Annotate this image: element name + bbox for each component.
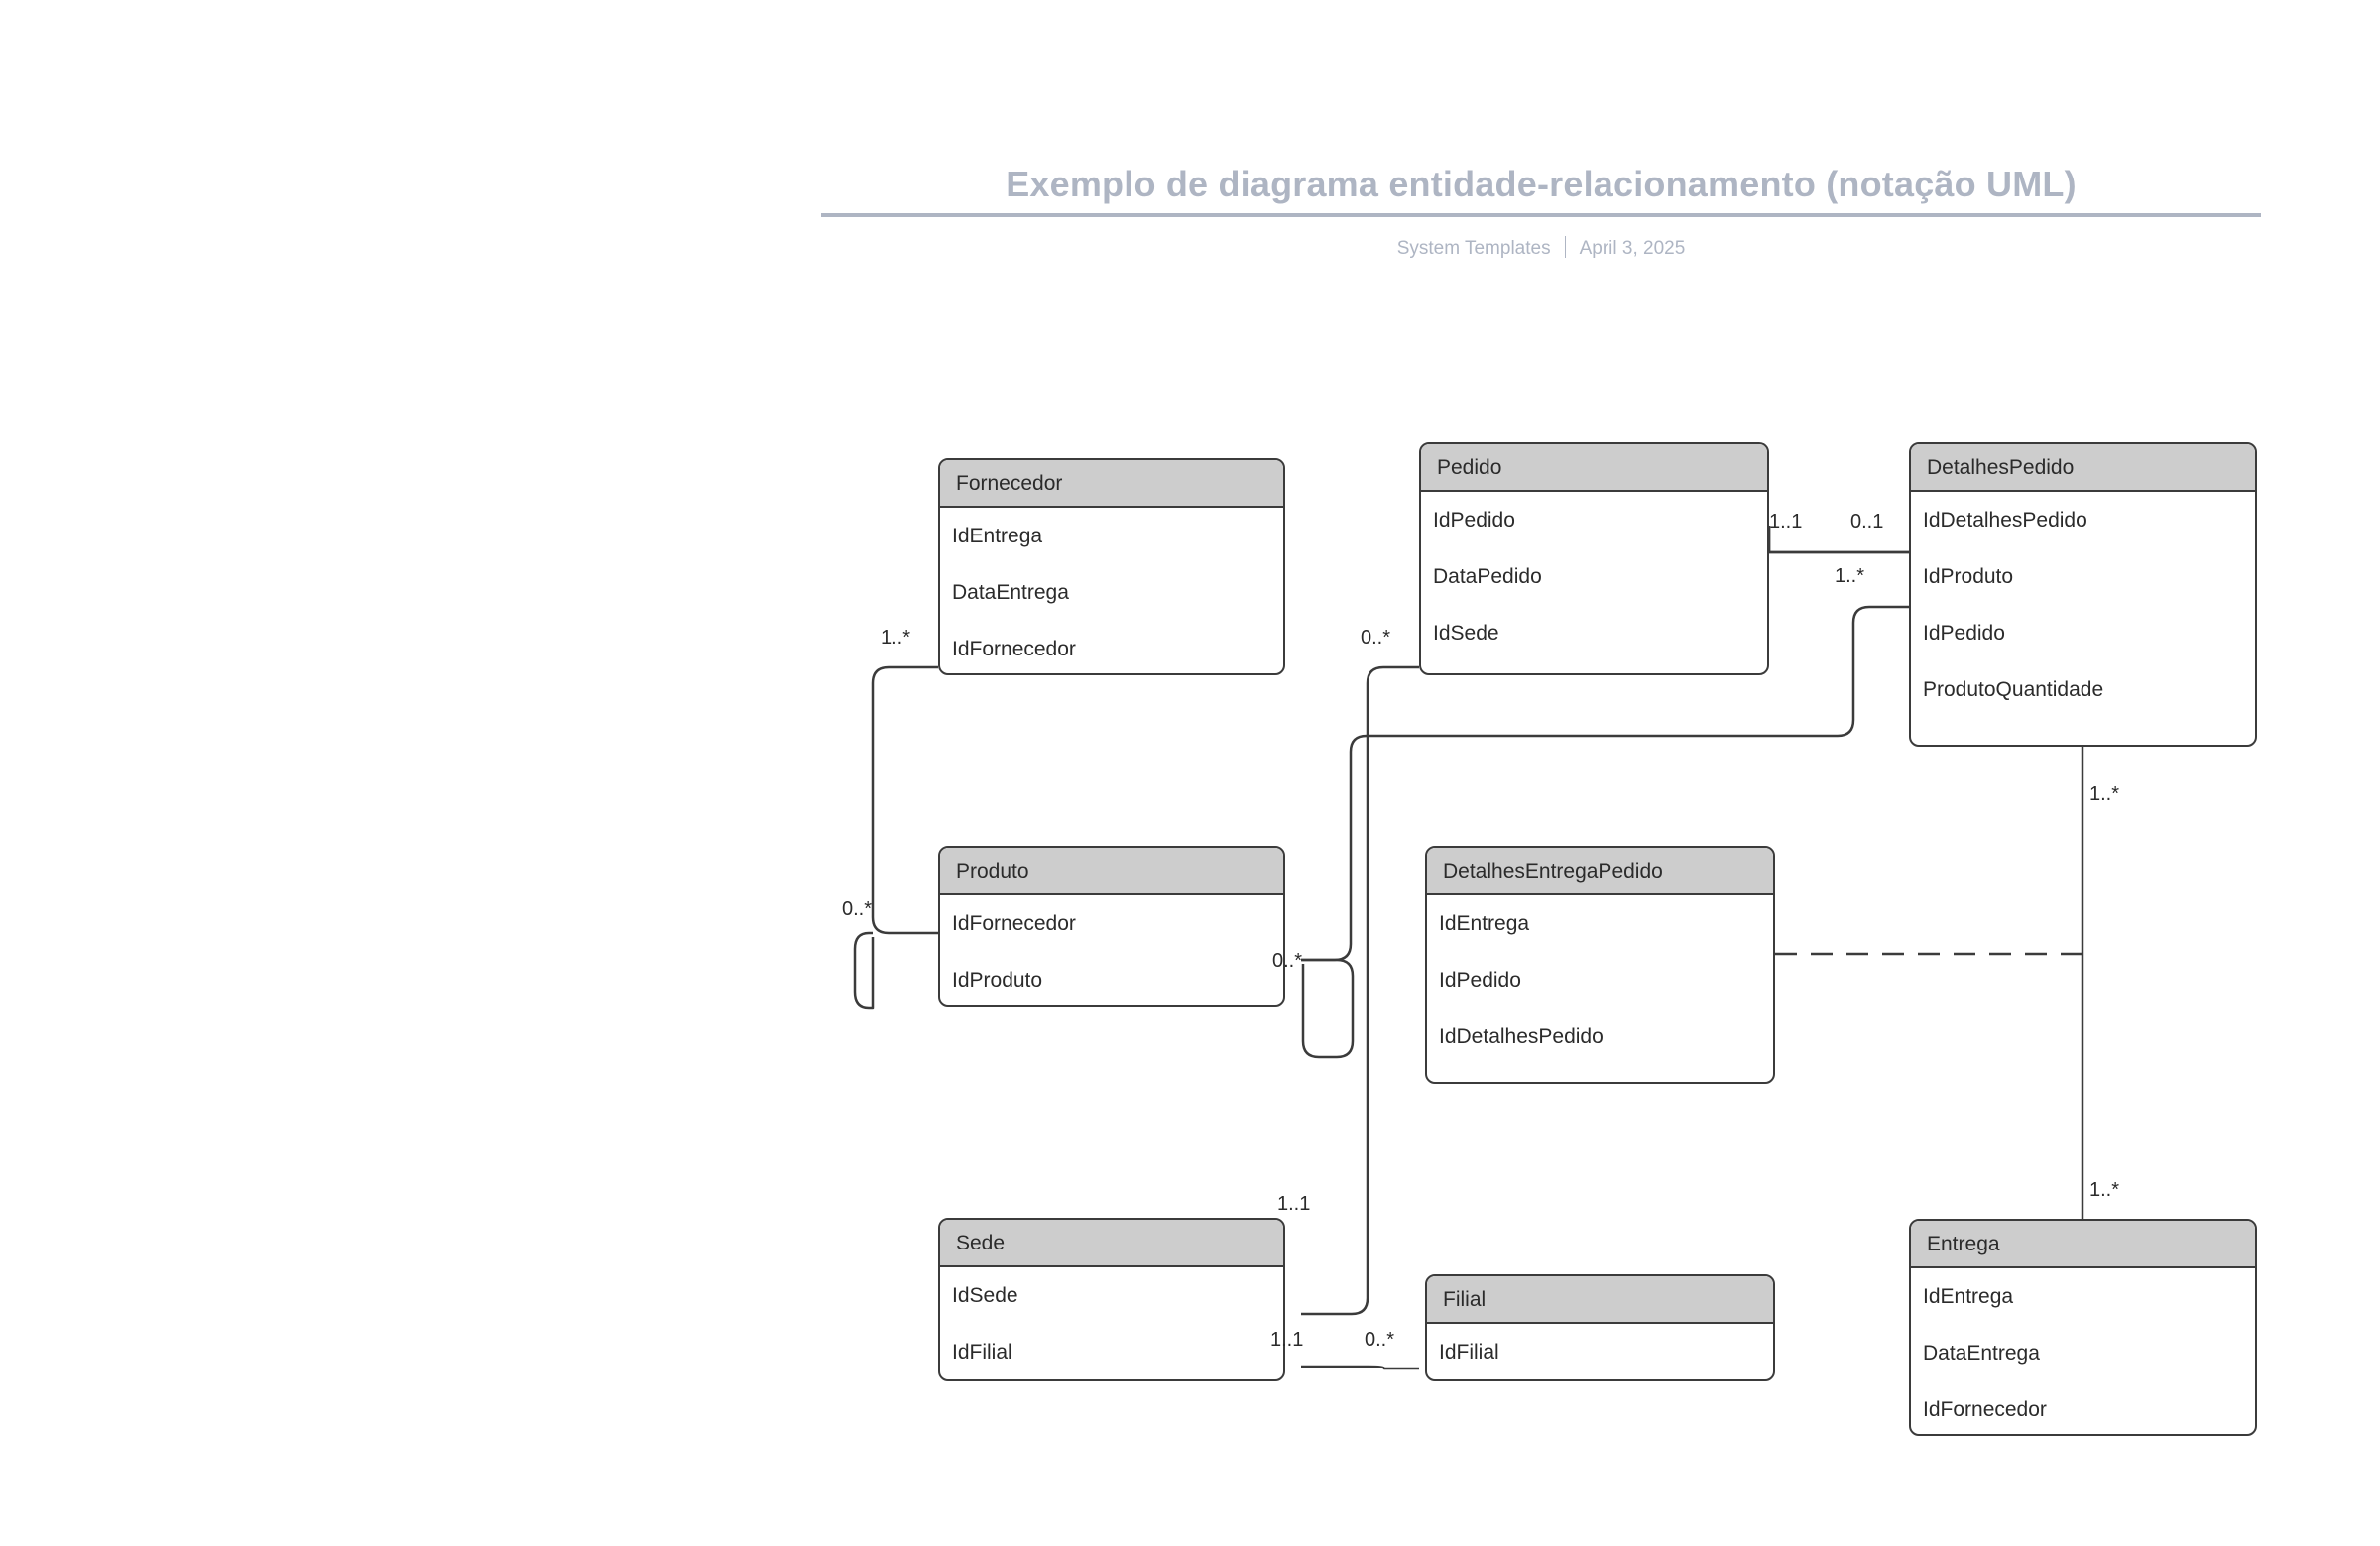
attribute-row: DataEntrega [952, 581, 1069, 604]
entity-fornecedor-attributes: IdEntrega DataEntrega IdFornecedor [940, 508, 1283, 673]
multiplicity-label-sede-idsede: 1..1 [1277, 1193, 1311, 1215]
attribute-row: IdDetalhesPedido [1923, 509, 2087, 532]
entity-filial[interactable]: Filial IdFilial [1425, 1274, 1775, 1381]
attribute-row: IdDetalhesPedido [1439, 1025, 1604, 1048]
attribute-row: IdSede [952, 1284, 1018, 1307]
document-subtitle: System Templates April 3, 2025 [821, 236, 2261, 260]
page-title: Exemplo de diagrama entidade-relacioname… [1006, 164, 2077, 204]
multiplicity-label-pedido-idsede: 0..* [1361, 627, 1391, 649]
multiplicity-label-produto-right: 0..* [1272, 950, 1303, 972]
entity-entrega-attributes: IdEntrega DataEntrega IdFornecedor [1911, 1268, 2255, 1434]
entity-produto[interactable]: Produto IdFornecedor IdProduto [938, 846, 1285, 1007]
attribute-row: IdFornecedor [952, 638, 1076, 660]
entity-detalhesentregapedido-attributes: IdEntrega IdPedido IdDetalhesPedido [1427, 895, 1773, 1065]
entity-pedido-attributes: IdPedido DataPedido IdSede [1421, 492, 1767, 661]
entity-entrega-title: Entrega [1911, 1221, 2255, 1268]
attribute-row: IdPedido [1923, 622, 2005, 645]
multiplicity-label-filial-idfilial: 0..* [1365, 1329, 1395, 1351]
subtitle-separator [1564, 236, 1566, 258]
attribute-row: IdPedido [1433, 509, 1515, 532]
connector-fornecedor-produto [871, 665, 938, 935]
attribute-row: IdFornecedor [1923, 1398, 2047, 1421]
entity-produto-attributes: IdFornecedor IdProduto [940, 895, 1283, 1005]
entity-pedido-title: Pedido [1421, 444, 1767, 492]
entity-detalhespedido[interactable]: DetalhesPedido IdDetalhesPedido IdProdut… [1909, 442, 2257, 747]
entity-detalhesentregapedido-title: DetalhesEntregaPedido [1427, 848, 1773, 895]
multiplicity-label-sede-idfilial: 1..1 [1270, 1329, 1304, 1351]
entity-detalhespedido-title: DetalhesPedido [1911, 444, 2255, 492]
entity-produto-title: Produto [940, 848, 1283, 895]
entity-sede-attributes: IdSede IdFilial [940, 1267, 1283, 1379]
connector-fornecedor-produto-hook [853, 931, 875, 1010]
entity-filial-attributes: IdFilial [1427, 1324, 1773, 1379]
multiplicity-label-detalhespedido-idproduto: 1..* [1835, 565, 1865, 587]
multiplicity-label-entrega-top: 1..* [2089, 1179, 2120, 1201]
multiplicity-label-pedido-right: 1..1 [1769, 511, 1803, 533]
entity-filial-title: Filial [1427, 1276, 1773, 1324]
title-divider [821, 213, 2261, 217]
attribute-row: IdPedido [1439, 969, 1521, 992]
connector-pedido-sede [1301, 665, 1419, 1316]
attribute-row: DataEntrega [1923, 1342, 2040, 1365]
attribute-row: IdEntrega [1923, 1285, 2014, 1308]
entity-detalhespedido-attributes: IdDetalhesPedido IdProduto IdPedido Prod… [1911, 492, 2255, 718]
attribute-row: IdFilial [1439, 1341, 1499, 1364]
subtitle-date: April 3, 2025 [1579, 238, 1686, 259]
entity-entrega[interactable]: Entrega IdEntrega DataEntrega IdForneced… [1909, 1219, 2257, 1436]
entity-detalhesentregapedido[interactable]: DetalhesEntregaPedido IdEntrega IdPedido… [1425, 846, 1775, 1084]
entity-fornecedor-title: Fornecedor [940, 460, 1283, 508]
multiplicity-label-detalhespedido-bottom: 1..* [2089, 783, 2120, 805]
attribute-row: ProdutoQuantidade [1923, 678, 2104, 701]
attribute-row: IdEntrega [1439, 912, 1530, 935]
multiplicity-label-fornecedor-idfornecedor: 1..* [881, 627, 911, 649]
entity-fornecedor[interactable]: Fornecedor IdEntrega DataEntrega IdForne… [938, 458, 1285, 675]
attribute-row: IdFilial [952, 1341, 1012, 1364]
subtitle-author: System Templates [1396, 238, 1551, 259]
connector-produto-right-hook [1301, 958, 1355, 1059]
attribute-row: IdProduto [1923, 565, 2014, 588]
multiplicity-label-produto-idfornecedor: 0..* [842, 898, 873, 920]
attribute-row: IdEntrega [952, 525, 1043, 547]
attribute-row: IdFornecedor [952, 912, 1076, 935]
attribute-row: IdSede [1433, 622, 1499, 645]
connector-sede-filial [1301, 1365, 1419, 1370]
attribute-row: IdProduto [952, 969, 1043, 992]
entity-sede-title: Sede [940, 1220, 1283, 1267]
entity-sede[interactable]: Sede IdSede IdFilial [938, 1218, 1285, 1381]
entity-pedido[interactable]: Pedido IdPedido DataPedido IdSede [1419, 442, 1769, 675]
attribute-row: DataPedido [1433, 565, 1542, 588]
multiplicity-label-detalhespedido-iddetalhespedido: 0..1 [1850, 511, 1884, 533]
document-header: Exemplo de diagrama entidade-relacioname… [0, 0, 2380, 297]
